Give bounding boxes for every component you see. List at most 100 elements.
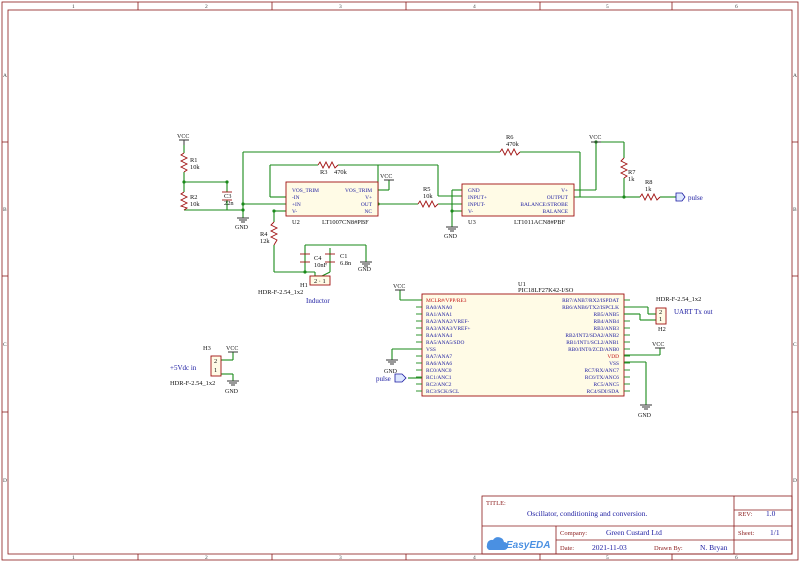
- h3-pin-1: 1: [214, 367, 217, 374]
- u3-pin-balance-strobe: BALANCE/STROBE: [520, 202, 568, 208]
- resistor-r6: [499, 147, 521, 157]
- vcc-symbol-h3: VCC: [226, 346, 238, 353]
- u2-value: LT1007CN8#PBF: [322, 219, 369, 226]
- r7-ref: R7: [628, 169, 636, 176]
- easyeda-logo: EasyEDA: [486, 537, 550, 551]
- u1-right-pin-label: RB4/ANB4: [594, 319, 620, 325]
- u1-right-pins: RB7/ANB7/RX2/ISPDATRB6/ANB6/TX2/ISPCLKRB…: [562, 298, 630, 395]
- frame-row-d: D: [3, 478, 7, 484]
- resistor-r1: [179, 152, 189, 173]
- gnd-label-divider: GND: [235, 225, 249, 231]
- c1-ref: C1: [340, 253, 347, 260]
- frame-col-4: 4: [473, 4, 476, 10]
- h2-value: HDR-F-2.54_1x2: [656, 296, 701, 303]
- gnd-label-u1-right: GND: [638, 413, 652, 419]
- u3-pin-gnd: GND: [468, 188, 480, 194]
- r2-value: 10k: [190, 201, 200, 208]
- u2-pin-vos-trim-left: VOS_TRIM: [292, 188, 319, 194]
- h2-pin-1: 1: [659, 316, 662, 323]
- gnd-label-u1-left: GND: [384, 369, 398, 375]
- frame-col-3-bottom: 3: [339, 555, 342, 561]
- h1-ref: H1: [300, 282, 308, 289]
- vcc-label-h3: VCC: [226, 346, 238, 352]
- ic-u1: [421, 293, 625, 397]
- u1-left-pin-label: RA0/ANA0: [426, 305, 452, 311]
- frame-row-c-right: C: [793, 342, 797, 348]
- u3-pin-balance: BALANCE: [543, 209, 569, 215]
- resistor-r2: [179, 191, 189, 211]
- frame-col-1: 1: [72, 4, 75, 10]
- u2-pin-out: OUT: [361, 202, 373, 208]
- u2-ref: U2: [292, 219, 300, 226]
- c4-value: 10nF: [314, 262, 328, 269]
- rev-value: 1.0: [766, 509, 776, 518]
- r1-value: 10k: [190, 164, 200, 171]
- r1-ref: R1: [190, 157, 197, 164]
- r8-value: 1k: [645, 186, 652, 193]
- frame-col-2-bottom: 2: [205, 555, 208, 561]
- header-h3: [210, 355, 222, 377]
- h1-note: Inductor: [306, 297, 330, 305]
- title-block: [481, 495, 793, 555]
- u1-right-pin-label: RC7/RX/ANC7: [585, 368, 620, 374]
- resistor-r7: [619, 157, 629, 179]
- u1-left-pin-label: MCLR#/VPP/RE3: [426, 298, 467, 304]
- u3-pin-input-plus: INPUT+: [468, 195, 487, 201]
- u1-right-pin-label: RB1/INT1/SCL2/ANB1: [566, 340, 619, 346]
- r4-value: 12k: [260, 238, 270, 245]
- u1-value: PIC18LF27K42-I/SO: [518, 287, 574, 294]
- gnd-symbol-divider: GND: [235, 217, 249, 231]
- frame-col-5-bottom: 5: [606, 555, 609, 561]
- h3-pin-2: 2: [214, 358, 217, 365]
- u1-right-pin-label: RB7/ANB7/RX2/ISPDAT: [562, 298, 620, 304]
- vcc-label-u1: VCC: [393, 284, 405, 290]
- h2-ref: H2: [658, 326, 666, 333]
- u1-right-pin-label: RC4/SDI/SDA: [587, 389, 619, 395]
- pulse-net-label-right: pulse: [688, 194, 703, 202]
- ic-u2: [285, 181, 379, 217]
- u1-right-pin-label: VDD: [607, 354, 619, 360]
- u1-left-pin-label: RA4/ANA4: [426, 333, 452, 339]
- u2-pin-vminus: V-: [292, 209, 297, 215]
- u1-left-pin-label: RC2/ANC2: [426, 382, 452, 388]
- frame-row-a-right: A: [793, 73, 797, 79]
- h3-note: +5Vdc in: [170, 364, 197, 372]
- h2-pin-2: 2: [659, 309, 662, 316]
- easyeda-logo-text: EasyEDA: [506, 540, 550, 551]
- capacitor-c4: [300, 253, 310, 263]
- u1-left-pin-label: RA2/ANA2/VREF-: [426, 319, 469, 325]
- frame-col-5: 5: [606, 4, 609, 10]
- frame-col-1-bottom: 1: [72, 555, 75, 561]
- vcc-symbol-u1: VCC: [393, 284, 405, 291]
- u3-pin-vplus: V+: [561, 188, 568, 194]
- u3-value: LT1011ACN8#PBF: [514, 219, 565, 226]
- company-label: Company:: [560, 530, 587, 537]
- gnd-label-c1: GND: [358, 267, 372, 273]
- r8-ref: R8: [645, 179, 652, 186]
- u2-pin-minus-in: -IN: [292, 195, 300, 201]
- frame-row-c: C: [3, 342, 7, 348]
- date-value: 2021-11-03: [592, 543, 627, 552]
- vcc-symbol-r7: VCC: [589, 135, 601, 143]
- resistor-r3: [317, 160, 339, 170]
- gnd-symbol-u1-right: GND: [638, 404, 652, 419]
- u1-left-pin-label: RA5/ANA5/SDO: [426, 340, 464, 346]
- u1-right-pin-label: RC6/TX/ANC6: [585, 375, 619, 381]
- u3-ref: U3: [468, 219, 476, 226]
- gnd-label-h3: GND: [225, 389, 239, 395]
- date-label: Date:: [560, 545, 574, 552]
- u3-pin-vminus: V-: [468, 209, 473, 215]
- u1-right-pin-label: RB0/INT0/ZCD/ANB0: [568, 347, 619, 353]
- drawn-value: N. Bryan: [700, 543, 728, 552]
- c1-value: 6.8n: [340, 260, 352, 267]
- u1-left-pin-label: VSS: [426, 347, 436, 353]
- r5-value: 10k: [423, 193, 433, 200]
- pulse-flag-icon: [675, 192, 686, 202]
- drawn-label: Drawn By:: [654, 545, 683, 552]
- gnd-symbol-u1-left: GND: [384, 359, 398, 375]
- u1-left-pin-label: RC3/SCK/SCL: [426, 389, 459, 395]
- title-value: Oscillator, conditioning and conversion.: [527, 509, 647, 518]
- u3-pin-input-minus: INPUT-: [468, 202, 485, 208]
- h1-value: HDR-F-2.54_1x2: [258, 289, 303, 296]
